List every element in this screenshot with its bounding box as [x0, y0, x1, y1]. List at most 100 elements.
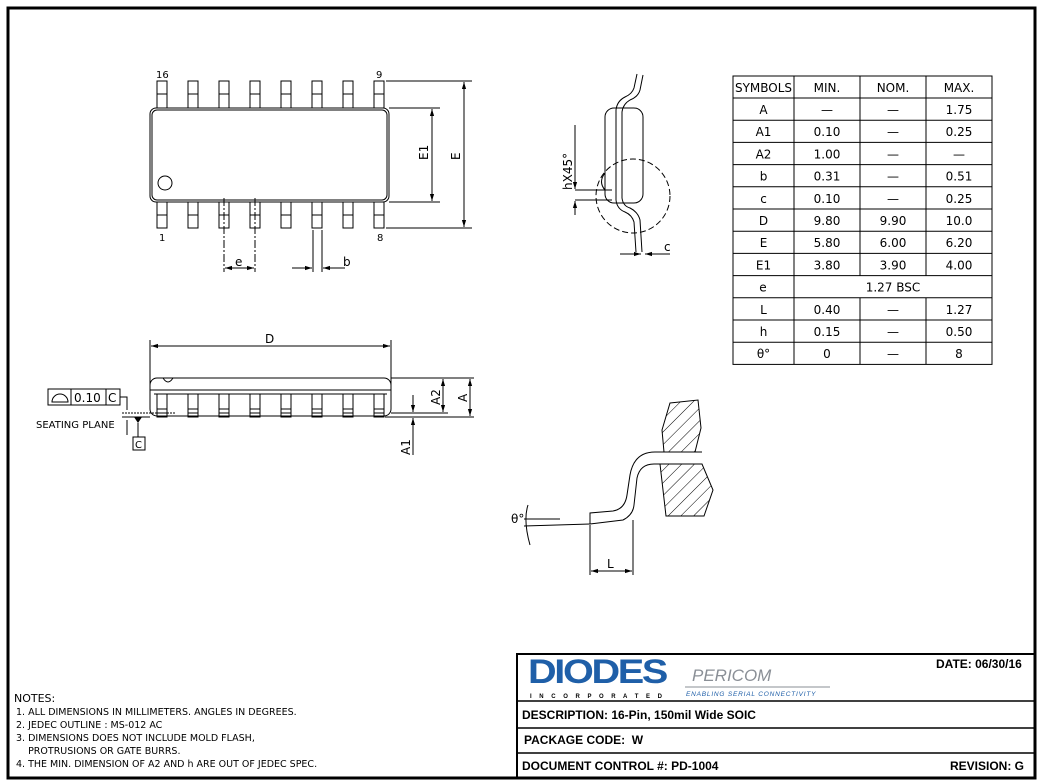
description: DESCRIPTION: 16-Pin, 150mil Wide SOIC [522, 708, 756, 722]
table-cell: 6.20 [946, 236, 973, 250]
table-row: A1 0.10 — 0.25 [756, 125, 973, 139]
note-3-cont: PROTRUSIONS OR GATE BURRS. [16, 746, 180, 757]
table-cell: θ° [757, 347, 770, 361]
svg-text:DIODES: DIODES [528, 653, 668, 691]
note-3: 3. DIMENSIONS DOES NOT INCLUDE MOLD FLAS… [16, 733, 255, 744]
notes-title: NOTES: [14, 692, 55, 705]
table-cell: 0 [823, 347, 831, 361]
table-cell: E [760, 236, 768, 250]
table-cell: 1.27 [946, 303, 973, 317]
table-cell: 0.25 [946, 192, 973, 206]
table-cell: L [760, 303, 767, 317]
title-block: DIODES I N C O R P O R A T E D PERICOM E… [516, 653, 1036, 779]
table-cell: 0.51 [946, 170, 973, 184]
document-control: DOCUMENT CONTROL #: PD-1004 [522, 759, 719, 773]
pin [218, 393, 230, 414]
table-cell: 1.27 BSC [866, 281, 921, 295]
table-cell: 9.80 [814, 214, 841, 228]
table-cell: 10.0 [946, 214, 973, 228]
dim-A2: A2 [429, 389, 443, 405]
lead-detail-view: θ° L [511, 399, 714, 575]
table-row: A2 1.00 — — [756, 147, 965, 161]
table-cell: — [887, 147, 899, 161]
pin [342, 393, 354, 414]
table-cell: E1 [756, 258, 771, 272]
pin-label-16: 16 [156, 70, 169, 81]
pin [373, 393, 385, 414]
table-cell: 4.00 [946, 258, 973, 272]
table-cell: 5.80 [814, 236, 841, 250]
dim-D: D [265, 332, 274, 346]
end-view: hX45° c [561, 73, 671, 257]
pin [156, 393, 168, 414]
table-cell: — [887, 192, 899, 206]
table-cell: 9.90 [880, 214, 907, 228]
table-cell: 0.25 [946, 125, 973, 139]
flatness-tolerance-frame: 0.10 C [47, 388, 128, 410]
dim-e: e [235, 255, 242, 269]
dim-E1: E1 [417, 145, 431, 160]
side-view: D A2 A A1 0.10 C SEATING PLANE C [36, 332, 474, 455]
drawing-frame [6, 6, 1037, 780]
table-cell: 3.90 [880, 258, 907, 272]
datum-c-label: C [135, 440, 142, 451]
table-cell: 0.10 [814, 192, 841, 206]
table-cell: MIN. [814, 81, 841, 95]
dim-A1: A1 [399, 439, 413, 455]
table-cell: — [887, 347, 899, 361]
dim-theta: θ° [511, 512, 524, 526]
table-cell: SYMBOLS [735, 81, 792, 95]
date: DATE: 06/30/16 [936, 657, 1022, 671]
table-cell: 1.00 [814, 147, 841, 161]
table-cell: c [760, 192, 767, 206]
pin1-marker [157, 175, 173, 191]
table-cell: MAX. [944, 81, 975, 95]
pin-label-9: 9 [376, 70, 382, 81]
table-cell: — [887, 125, 899, 139]
dim-A: A [456, 393, 470, 402]
flatness-icon [51, 393, 69, 403]
table-cell: — [821, 103, 833, 117]
svg-text:ENABLING SERIAL CONNECTIVITY: ENABLING SERIAL CONNECTIVITY [686, 691, 816, 698]
table-cell: 3.80 [814, 258, 841, 272]
pin-label-8: 8 [377, 233, 383, 244]
pin-label-1: 1 [159, 233, 165, 244]
tolerance-value: 0.10 [74, 391, 101, 405]
seating-plane-label: SEATING PLANE [36, 420, 115, 431]
tolerance-datum: C [108, 391, 116, 405]
pin [249, 393, 261, 414]
svg-text:I N C O R P O R A T E D: I N C O R P O R A T E D [530, 694, 663, 700]
table-cell: — [887, 303, 899, 317]
note-2: 2. JEDEC OUTLINE : MS-012 AC [16, 720, 163, 731]
table-cell: A2 [756, 147, 772, 161]
table-cell: 0.10 [814, 125, 841, 139]
diodes-logo: DIODES I N C O R P O R A T E D [528, 653, 670, 700]
table-cell: — [953, 147, 965, 161]
table-cell: 0.15 [814, 325, 841, 339]
table-cell: 1.75 [946, 103, 973, 117]
table-cell: A1 [756, 125, 772, 139]
table-cell: b [760, 170, 768, 184]
pin [311, 393, 323, 414]
pin [280, 393, 292, 414]
dim-c: c [664, 240, 671, 254]
table-row: L 0.40 — 1.27 [760, 303, 972, 317]
dim-h: hX45° [561, 153, 575, 190]
top-view: 16 9 1 8 E1 E e b [149, 70, 472, 272]
table-cell: 0.50 [946, 325, 973, 339]
table-cell: 0.40 [814, 303, 841, 317]
notes: NOTES: 1. ALL DIMENSIONS IN MILLIMETERS.… [14, 692, 317, 770]
dim-b: b [343, 255, 351, 269]
table-cell: — [887, 170, 899, 184]
table-row: A——1.75 [759, 103, 972, 117]
pericom-logo: PERICOM ENABLING SERIAL CONNECTIVITY [685, 666, 830, 698]
note-4: 4. THE MIN. DIMENSION OF A2 AND h ARE OU… [16, 759, 317, 770]
table-row: c 0.10 — 0.25 [760, 192, 972, 206]
